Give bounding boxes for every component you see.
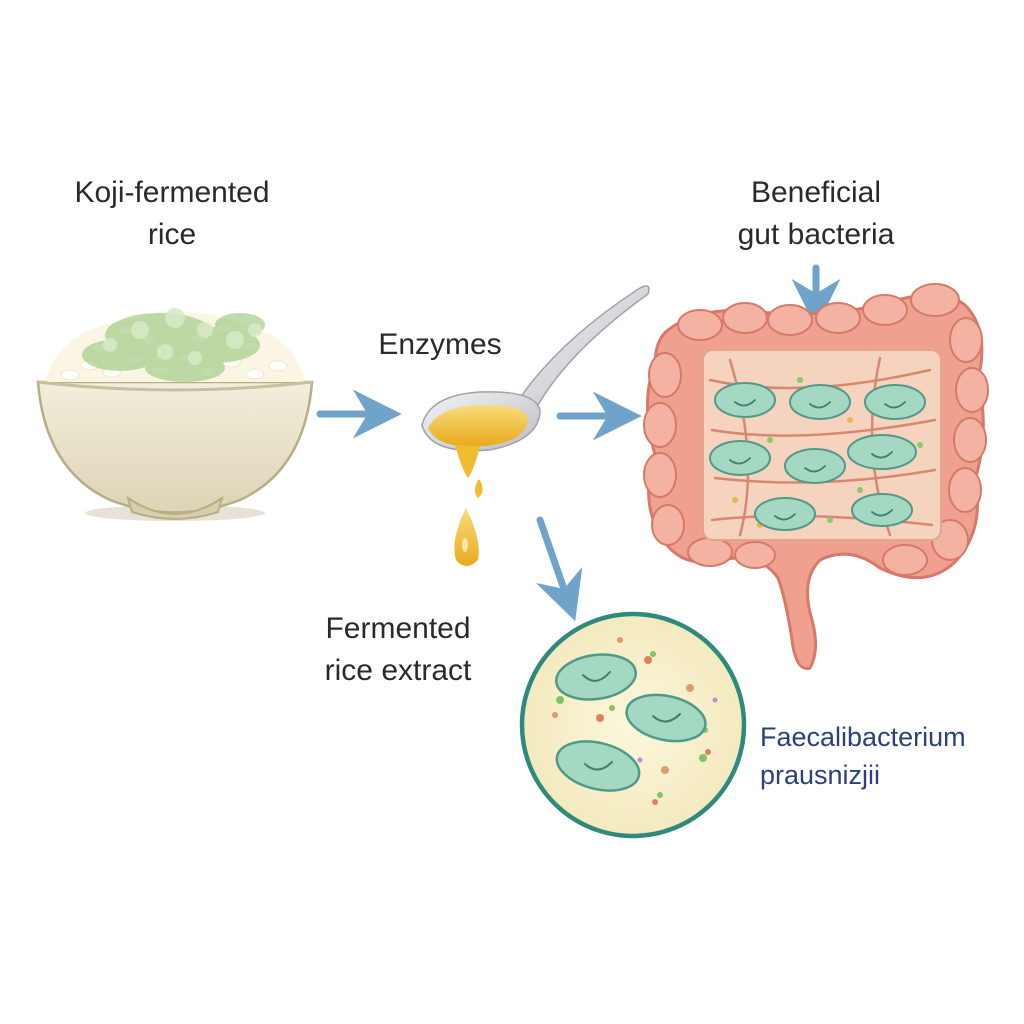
bacterium [864, 384, 926, 420]
species-label: Faecalibacterium prausnizjii [760, 718, 966, 794]
gut-bacteria-label-line-1: Beneficial [750, 176, 882, 209]
bacterium [754, 497, 816, 531]
arrow-enzymes-to-extract [535, 516, 583, 622]
bowl-foot [126, 495, 224, 520]
bacterium [709, 440, 771, 476]
honey-drip [455, 445, 480, 478]
honey-pool [428, 405, 528, 447]
species-label-line-1: Faecalibacterium [760, 722, 966, 752]
rice-extract-label: Fermented rice extract [296, 608, 500, 692]
koji-rice-label: Koji-fermented rice [40, 172, 304, 256]
honey-drop-large [454, 508, 479, 566]
rice-extract-label-line-1: Fermented [325, 612, 471, 645]
magnified-bacterium [625, 693, 707, 743]
honey-drop-small [475, 480, 483, 498]
enzyme-spoon-illustration [421, 285, 650, 566]
intestine-illustration [643, 283, 989, 670]
gut-bacteria-group [709, 382, 926, 531]
species-label-line-2: prausnizjii [760, 760, 881, 790]
bowl-body [36, 380, 314, 514]
spoon-handle [518, 285, 650, 406]
bacterium [789, 384, 851, 420]
magnified-bacterium [555, 740, 641, 792]
bacterium [847, 434, 917, 470]
gut-bacteria-label-line-2: gut bacteria [737, 218, 895, 251]
rice-extract-label-line-2: rice extract [324, 654, 472, 687]
bacterium [784, 448, 846, 484]
magnified-bacterium [555, 653, 637, 701]
rice-mound [45, 308, 305, 382]
gut-bacteria-label: Beneficial gut bacteria [710, 172, 922, 256]
enzymes-label-text: Enzymes [378, 328, 502, 361]
circle-border [519, 611, 747, 839]
bowl-rim [37, 380, 313, 392]
rice-bowl-illustration [36, 308, 314, 521]
bacterium [714, 382, 776, 418]
magnified-bacteria-circle [519, 611, 747, 839]
bacterium [851, 493, 913, 527]
arrows [316, 264, 841, 622]
enzymes-label: Enzymes [355, 324, 525, 366]
koji-rice-label-line-2: rice [147, 218, 197, 251]
koji-rice-label-line-1: Koji-fermented [74, 176, 270, 209]
